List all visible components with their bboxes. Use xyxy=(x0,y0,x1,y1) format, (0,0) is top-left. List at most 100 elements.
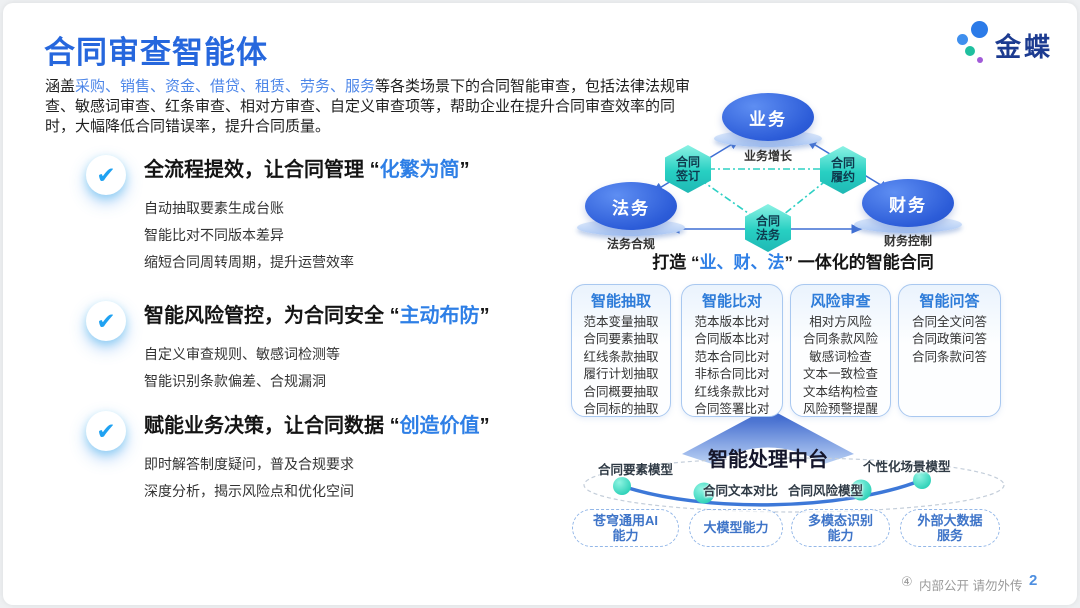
node-caption-legal: 法务合规 xyxy=(606,237,655,251)
diagram-caption-suffix: 一体化的智能合同 xyxy=(797,253,934,272)
model-dot-icon xyxy=(613,477,631,495)
feature-risk-control: ✔ 智能风险管控，为合同安全 “主动布防” 自定义审查规则、敏感词检测等 智能识… xyxy=(86,299,490,395)
check-icon: ✔ xyxy=(86,301,126,341)
classification-icon: ④ xyxy=(901,574,913,589)
pill-line: 能力 xyxy=(612,528,639,543)
classification-text: 内部公开 请勿外传 xyxy=(919,579,1023,593)
feature-title: 全流程提效，让合同管理 “化繁为简” xyxy=(144,153,470,182)
pill-line: 能力 xyxy=(827,528,854,543)
column-item: 风险预警提醒 xyxy=(802,402,878,417)
column-title: 风险审查 xyxy=(810,293,871,310)
feature-point: 深度分析，揭示风险点和优化空间 xyxy=(144,483,354,499)
node-caption-business: 业务增长 xyxy=(743,149,792,163)
column-item: 红线条款抽取 xyxy=(583,349,659,364)
column-item: 履行计划抽取 xyxy=(583,367,659,382)
model-label-risk: 合同风险模型 xyxy=(788,484,864,498)
hexagon-label-line: 法务 xyxy=(755,228,780,242)
kingdee-logo: 金蝶 xyxy=(955,19,1075,69)
quote-mark: “ xyxy=(691,253,700,272)
diagram-caption: 打造 “业、财、法” 一体化的智能合同 xyxy=(603,248,983,273)
feature-title-highlight: 化繁为简 xyxy=(379,159,460,181)
pill-line: 苍穹通用AI xyxy=(592,512,658,528)
column-title: 智能抽取 xyxy=(590,293,651,310)
node-business: 业务 xyxy=(722,93,814,141)
feature-title-text: 智能风险管控，为合同安全 xyxy=(144,305,384,327)
model-label-elements: 合同要素模型 xyxy=(598,463,674,477)
column-item: 合同要素抽取 xyxy=(583,332,659,347)
quote-mark: ” xyxy=(479,305,490,327)
column-item: 范本合同比对 xyxy=(694,349,770,364)
feature-points: 自定义审查规则、敏感词检测等 智能识别条款偏差、合规漏洞 xyxy=(144,341,490,395)
pill-line: 大模型能力 xyxy=(703,520,769,536)
intro-paragraph: 涵盖采购、销售、资金、借贷、租赁、劳务、服务等各类场景下的合同智能审查，包括法律… xyxy=(45,77,697,137)
intro-rest: 等各类场景下的合同智能审查，包括法律法规审查、敏感词审查、红条审查、相对方审查、… xyxy=(45,78,691,135)
check-icon: ✔ xyxy=(86,155,126,195)
pill-line: 外部大数据 xyxy=(917,512,983,528)
model-dot-icon xyxy=(913,471,931,489)
intro-prefix: 涵盖 xyxy=(45,78,76,95)
page-number: 2 xyxy=(1029,572,1038,589)
column-item: 合同条款风险 xyxy=(802,332,878,347)
column-item: 合同全文问答 xyxy=(911,315,987,329)
feature-title: 赋能业务决策，让合同数据 “创造价值” xyxy=(144,409,490,438)
column-smart-qa: 智能问答 合同全文问答 合同政策问答 合同条款问答 xyxy=(898,284,1001,417)
quote-mark: “ xyxy=(389,305,400,327)
feature-body: 赋能业务决策，让合同数据 “创造价值” 即时解答制度疑问，普及合规要求 深度分析… xyxy=(144,409,490,505)
logo-dot-icon xyxy=(977,57,983,63)
orbit-solid-arc xyxy=(620,478,924,507)
column-item: 相对方风险 xyxy=(809,315,872,329)
feature-point: 自定义审查规则、敏感词检测等 xyxy=(144,346,340,362)
column-item: 合同版本比对 xyxy=(694,332,770,347)
column-item: 合同政策问答 xyxy=(911,332,987,347)
quote-mark: “ xyxy=(369,159,380,181)
check-icon: ✔ xyxy=(86,411,126,451)
column-item: 合同概要抽取 xyxy=(583,384,659,399)
feature-point: 智能比对不同版本差异 xyxy=(144,227,284,243)
feature-title-text: 赋能业务决策，让合同数据 xyxy=(144,415,384,437)
feature-title-highlight: 主动布防 xyxy=(399,305,480,327)
model-dot-icon xyxy=(693,482,715,504)
logo-dot-icon xyxy=(957,34,968,45)
feature-point: 即时解答制度疑问，普及合规要求 xyxy=(144,456,354,472)
platform-arrow-icon xyxy=(682,408,854,464)
feature-efficiency: ✔ 全流程提效，让合同管理 “化繁为简” 自动抽取要素生成台账 智能比对不同版本… xyxy=(86,153,470,276)
pill-line: 服务 xyxy=(936,528,963,543)
column-item: 红线条款比对 xyxy=(694,384,770,399)
pill-large-model: 大模型能力 xyxy=(689,509,783,547)
column-item: 范本变量抽取 xyxy=(583,315,659,329)
feature-title-text: 全流程提效，让合同管理 xyxy=(144,159,364,181)
pill-line: 多模态识别 xyxy=(807,512,873,528)
column-item: 合同条款问答 xyxy=(911,349,987,364)
hexagon-label-line: 合同 xyxy=(830,156,855,170)
column-smart-comparison: 智能比对 范本版本比对 合同版本比对 范本合同比对 非标合同比对 红线条款比对 … xyxy=(681,284,783,417)
node-finance: 财务 xyxy=(862,179,954,227)
page-title: 合同审查智能体 xyxy=(44,35,268,70)
node-legal: 法务 xyxy=(585,182,677,230)
orbit-dashed-ellipse xyxy=(583,457,1005,513)
diagram-caption-prefix: 打造 xyxy=(652,253,687,272)
quote-mark: “ xyxy=(389,415,400,437)
hexagon-label-line: 合同 xyxy=(675,155,700,169)
intro-scenarios: 采购、销售、资金、借贷、租赁、劳务、服务 xyxy=(75,78,376,95)
model-label-text-compare: 合同文本对比 xyxy=(703,484,779,498)
feature-body: 全流程提效，让合同管理 “化繁为简” 自动抽取要素生成台账 智能比对不同版本差异… xyxy=(144,153,470,276)
column-item: 合同标的抽取 xyxy=(583,402,659,417)
pill-cangqiong-ai: 苍穹通用AI 能力 xyxy=(572,509,679,547)
column-item: 文本结构检查 xyxy=(802,384,878,399)
feature-points: 即时解答制度疑问，普及合规要求 深度分析，揭示风险点和优化空间 xyxy=(144,451,490,505)
hexagon-label-line: 履约 xyxy=(830,170,855,184)
column-title: 智能问答 xyxy=(919,293,980,310)
feature-decision: ✔ 赋能业务决策，让合同数据 “创造价值” 即时解答制度疑问，普及合规要求 深度… xyxy=(86,409,490,505)
hexagon-label-line: 合同 xyxy=(755,214,780,228)
model-label-personalized: 个性化场景模型 xyxy=(863,460,951,474)
slide: 合同审查智能体 涵盖采购、销售、资金、借贷、租赁、劳务、服务等各类场景下的合同智… xyxy=(3,3,1077,605)
pill-multimodal: 多模态识别 能力 xyxy=(791,509,890,547)
column-item: 合同签署比对 xyxy=(694,402,770,417)
pill-external-bigdata: 外部大数据 服务 xyxy=(900,509,1000,547)
feature-title: 智能风险管控，为合同安全 “主动布防” xyxy=(144,299,490,328)
feature-points: 自动抽取要素生成台账 智能比对不同版本差异 缩短合同周转周期，提升运营效率 xyxy=(144,195,470,276)
feature-title-highlight: 创造价值 xyxy=(399,415,480,437)
column-item: 非标合同比对 xyxy=(694,367,770,382)
feature-point: 智能识别条款偏差、合规漏洞 xyxy=(144,373,326,389)
logo-dot-icon xyxy=(971,21,988,38)
